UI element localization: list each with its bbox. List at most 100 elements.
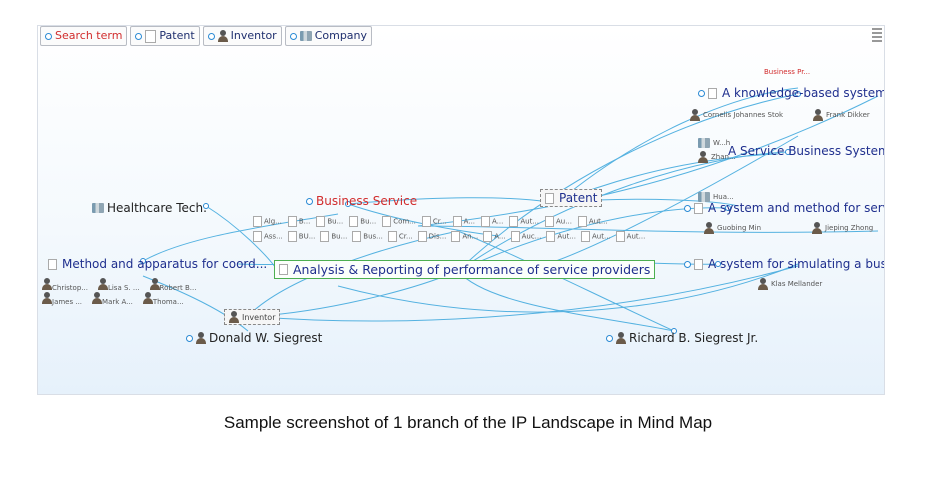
document-icon: [510, 231, 520, 242]
mini-patent-label: Bu...: [360, 217, 377, 226]
inventor-hub-label: Inventor: [242, 312, 276, 322]
central-search-node[interactable]: Analysis & Reporting of performance of s…: [274, 260, 656, 279]
inventor-node[interactable]: Robert B...: [149, 278, 197, 292]
inventor-node-zhan[interactable]: Zhan...: [698, 151, 736, 163]
mini-patent[interactable]: Aut...: [577, 216, 608, 227]
patent-node-service-method[interactable]: A system and method for service ...: [684, 201, 884, 215]
inventor-name: Cornelis Johannes Stok: [703, 111, 784, 119]
mini-patent-label: Aut...: [626, 232, 646, 241]
person-icon: [149, 278, 160, 290]
mini-patent-label: A...: [494, 232, 506, 241]
person-icon: [704, 222, 714, 234]
search-term-label: Business Service: [316, 194, 418, 208]
person-icon: [690, 109, 700, 121]
company-node-w[interactable]: W...h: [698, 138, 730, 148]
company-icon: [698, 138, 710, 148]
mini-patent[interactable]: Alg...: [253, 216, 282, 227]
inventor-node[interactable]: Guobing Min: [704, 222, 761, 234]
inventor-node-richard[interactable]: Richard B. Siegrest Jr.: [606, 331, 758, 345]
patent-node-knowledge[interactable]: A knowledge-based system & a...: [698, 86, 884, 100]
document-icon: [615, 231, 625, 242]
mini-patent-label: Bu...: [331, 232, 348, 241]
inventor-node[interactable]: Cornelis Johannes Stok: [690, 109, 783, 121]
inventor-node[interactable]: Lisa S. ...: [97, 278, 140, 292]
inventor-node[interactable]: Frank Dikker: [813, 109, 870, 121]
person-icon: [92, 292, 103, 304]
patent-hub-label: Patent: [559, 191, 598, 205]
document-icon: [279, 264, 288, 275]
inventor-node[interactable]: James ...: [42, 292, 82, 306]
inventor-name: James ...: [52, 298, 83, 306]
resize-grip-icon[interactable]: [872, 28, 882, 42]
company-icon: [698, 192, 710, 202]
mini-patent[interactable]: A...: [483, 231, 506, 242]
document-icon: [287, 231, 297, 242]
patent-title: A system and method for service ...: [708, 201, 884, 215]
mini-patent[interactable]: Cr...: [421, 216, 447, 227]
document-icon: [48, 258, 57, 270]
document-icon: [545, 216, 555, 227]
mini-patent[interactable]: A...: [452, 216, 476, 227]
inventor-name: Thoma...: [152, 298, 184, 306]
company-button[interactable]: Company: [284, 26, 373, 46]
mini-patent[interactable]: An...: [451, 231, 478, 242]
business-pr-label: Business Pr...: [764, 68, 811, 76]
mini-patent[interactable]: Aut...: [581, 231, 611, 242]
mini-patent-label: A...: [463, 217, 476, 226]
mini-patent[interactable]: Aut...: [546, 231, 576, 242]
document-icon: [451, 231, 461, 242]
inventor-node[interactable]: Christop...: [42, 278, 88, 292]
document-icon: [581, 231, 590, 242]
mini-patent[interactable]: Aut...: [509, 216, 539, 227]
patent-node-service-business[interactable]: A Service Business System: [728, 144, 884, 158]
mini-patent[interactable]: Cr...: [387, 231, 413, 242]
inventor-name: Jieping Zhong: [825, 224, 874, 232]
node-type-toolbar: Search term Patent Inventor Company: [40, 26, 373, 46]
document-icon: [382, 216, 392, 227]
inventor-button[interactable]: Inventor: [202, 26, 282, 46]
document-icon: [145, 29, 157, 43]
inventor-name: Robert B...: [159, 284, 197, 292]
mini-patent[interactable]: Ass...: [253, 231, 283, 242]
business-service-node[interactable]: Business Service: [306, 194, 417, 208]
mini-patent[interactable]: B...: [287, 216, 310, 227]
document-icon: [694, 258, 703, 270]
patent-node-simulating[interactable]: A system for simulating a busine...: [684, 257, 884, 271]
inventor-node[interactable]: Thoma...: [142, 292, 184, 306]
patent-button[interactable]: Patent: [130, 26, 200, 46]
inventor-node[interactable]: Jieping Zhong: [812, 222, 873, 234]
patent-row-1: Alg... B... Bu... Bu... Com... Cr... A..…: [253, 216, 608, 227]
mini-patent[interactable]: Au...: [545, 216, 572, 227]
patent-hub-node[interactable]: Patent: [540, 189, 603, 207]
inventor-node[interactable]: Klas Mellander: [758, 278, 822, 290]
patent-row-2: Ass... BU... Bu... Bus... Cr... Dis... A…: [253, 231, 645, 242]
mini-patent[interactable]: BU...: [287, 231, 315, 242]
mini-patent-label: Aut...: [520, 217, 540, 226]
person-icon: [616, 332, 626, 344]
mini-patent[interactable]: Dis...: [417, 231, 446, 242]
mini-patent[interactable]: Auc...: [510, 231, 541, 242]
inventor-hub-node[interactable]: Inventor: [224, 309, 281, 325]
inventor-name: Frank Dikker: [826, 111, 870, 119]
search-term-label: Search term: [55, 29, 123, 42]
patent-node-method-apparatus[interactable]: Method and apparatus for coord...: [48, 257, 267, 271]
mini-patent[interactable]: Bu...: [349, 216, 376, 227]
mini-patent-label: Cr...: [432, 217, 447, 226]
business-pr-node[interactable]: Business Pr...: [764, 68, 810, 76]
company-node-healthcare[interactable]: Healthcare Tech.: [92, 201, 207, 215]
mini-patent[interactable]: Com...: [382, 216, 416, 227]
mini-patent[interactable]: Bus...: [352, 231, 383, 242]
search-term-button[interactable]: Search term: [40, 26, 128, 46]
inventor-node-donald[interactable]: Donald W. Siegrest: [186, 331, 322, 345]
document-icon: [253, 231, 262, 242]
company-label: W...h: [713, 139, 731, 147]
company-node-hua[interactable]: Hua...: [698, 192, 734, 202]
mind-map-canvas[interactable]: Search term Patent Inventor Company: [37, 25, 885, 395]
inventor-node[interactable]: Mark A...: [92, 292, 133, 306]
expand-dot-icon: [684, 260, 691, 268]
mini-patent[interactable]: A...: [481, 216, 503, 227]
inventor-row-left-1: Christop... Lisa S. ... Robert B...: [42, 278, 196, 292]
mini-patent[interactable]: Aut...: [615, 231, 646, 242]
mini-patent[interactable]: Bu...: [316, 216, 343, 227]
mini-patent[interactable]: Bu...: [320, 231, 347, 242]
